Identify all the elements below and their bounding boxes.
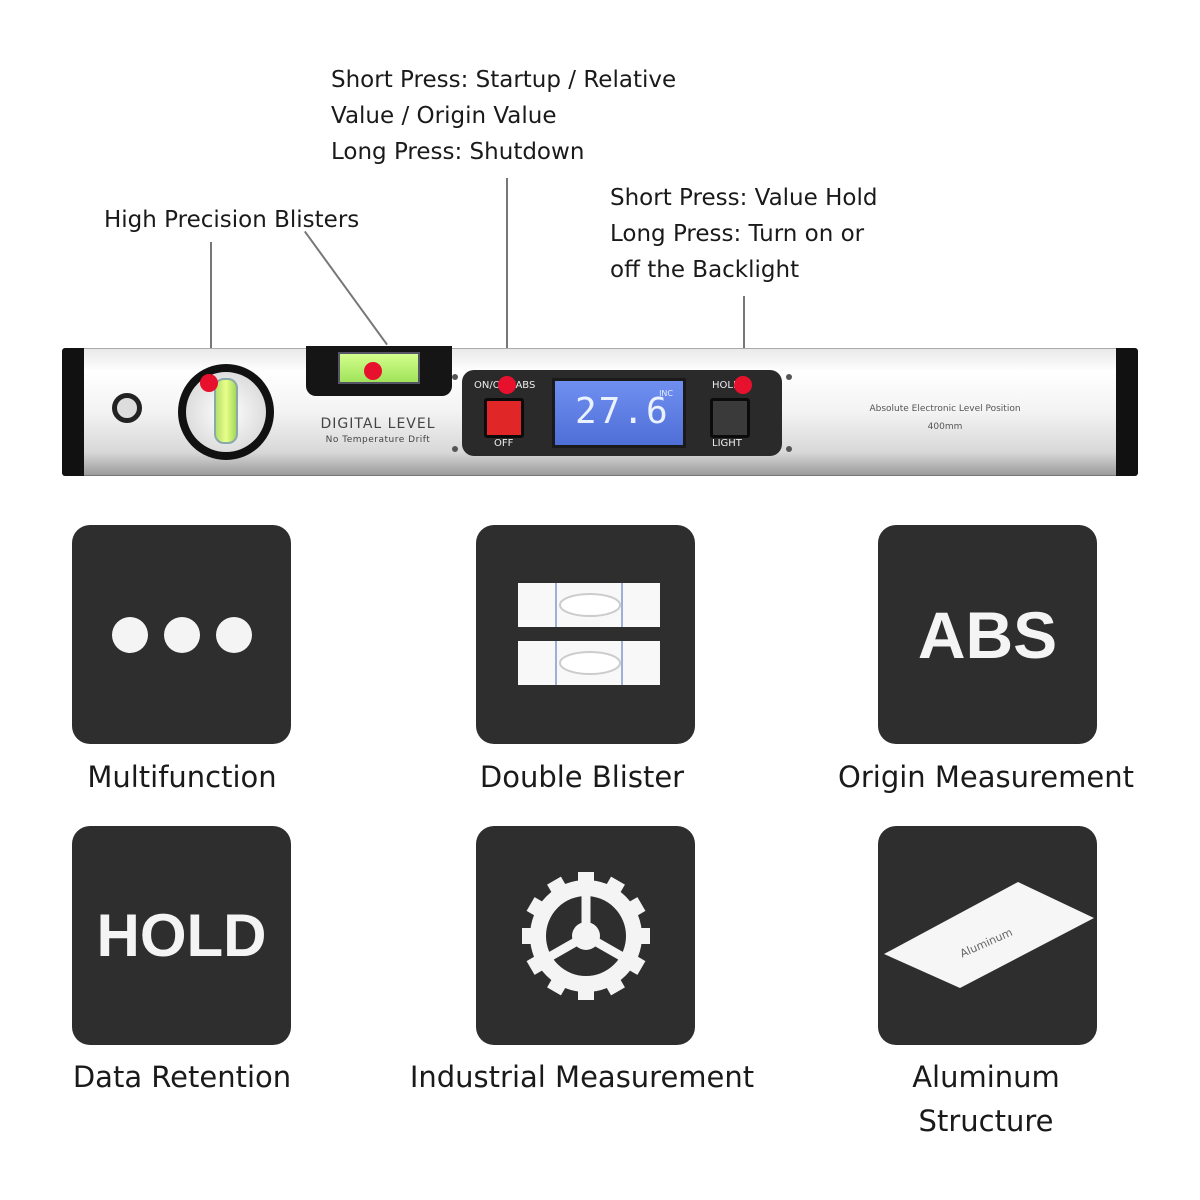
leader-line-round-vial xyxy=(210,242,212,382)
screw-icon xyxy=(786,374,792,380)
feature-tile-hold: HOLD xyxy=(72,826,291,1045)
callout-hold-button: Short Press: Value Hold Long Press: Turn… xyxy=(610,180,877,288)
reading-unit: INC xyxy=(659,389,673,398)
callout-hold-line: off the Backlight xyxy=(610,257,800,283)
brand-text: DIGITAL LEVEL xyxy=(320,416,436,432)
hold-button-label: HOLD xyxy=(712,380,741,391)
lcd-display: 27.6 INC xyxy=(552,378,686,448)
screw-icon xyxy=(452,374,458,380)
hold-text-icon: HOLD xyxy=(96,902,267,969)
bar-note: Absolute Electronic Level Position 400mm xyxy=(850,400,1040,436)
abs-text-icon: ABS xyxy=(917,597,1058,672)
brand-label: DIGITAL LEVEL No Temperature Drift xyxy=(318,416,438,445)
end-cap-left xyxy=(62,348,84,476)
leader-line-hold xyxy=(743,296,745,378)
dots-icon xyxy=(112,617,252,653)
screw-icon xyxy=(786,446,792,452)
marker-power-button xyxy=(498,376,516,394)
brand-subtitle: No Temperature Drift xyxy=(325,435,431,445)
hold-button[interactable] xyxy=(710,398,750,438)
round-vial xyxy=(178,364,274,460)
callout-hold-line: Long Press: Turn on or xyxy=(610,221,865,247)
feature-tile-multifunction xyxy=(72,525,291,744)
feature-caption: Data Retention xyxy=(72,1060,292,1094)
marker-round-vial xyxy=(200,374,218,392)
leader-line-top-vial xyxy=(304,231,388,346)
angle-reading: 27.6 xyxy=(575,391,670,432)
marker-hold-button xyxy=(734,376,752,394)
callout-blisters: High Precision Blisters xyxy=(104,202,359,238)
leader-line-power xyxy=(506,178,508,378)
hold-button-sublabel: LIGHT xyxy=(712,438,742,449)
control-panel: ON/OFF/ABS OFF 27.6 INC HOLD LIGHT xyxy=(452,370,792,456)
feature-tile-gear xyxy=(476,826,695,1045)
feature-caption: Multifunction xyxy=(87,760,277,794)
power-button[interactable] xyxy=(484,398,524,438)
digital-level-bar: DIGITAL LEVEL No Temperature Drift ON/OF… xyxy=(62,346,1138,476)
vertical-vial-tube xyxy=(214,378,238,444)
bar-size: 400mm xyxy=(927,422,963,432)
power-button-sublabel: OFF xyxy=(494,438,514,449)
hang-hole xyxy=(112,393,142,423)
callout-power-line: Value / Origin Value xyxy=(331,103,557,129)
feature-caption-line: Aluminum Structure xyxy=(796,1055,1176,1143)
screw-icon xyxy=(452,446,458,452)
feature-tile-aluminum: Aluminum xyxy=(878,826,1097,1045)
callout-power-line: Long Press: Shutdown xyxy=(331,139,585,165)
end-cap-right xyxy=(1116,348,1138,476)
callout-power-button: Short Press: Startup / Relative Value / … xyxy=(331,62,676,170)
feature-caption: Industrial Measurement xyxy=(409,1060,755,1094)
bar-note-line: Absolute Electronic Level Position xyxy=(869,404,1021,414)
feature-caption: Double Blister xyxy=(479,760,685,794)
feature-tile-double-blister xyxy=(476,525,695,744)
feature-caption: Origin Measurement xyxy=(838,760,1134,794)
gear-icon xyxy=(522,872,650,1000)
aluminum-plate-icon: Aluminum xyxy=(884,882,1094,988)
marker-top-vial xyxy=(364,362,382,380)
feature-tile-abs: ABS xyxy=(878,525,1097,744)
callout-blisters-text: High Precision Blisters xyxy=(104,207,360,233)
callout-power-line: Short Press: Startup / Relative xyxy=(331,67,677,93)
callout-hold-line: Short Press: Value Hold xyxy=(610,185,878,211)
feature-caption: Aluminum Structure xyxy=(912,1060,1060,1138)
double-blister-icon xyxy=(518,583,660,685)
